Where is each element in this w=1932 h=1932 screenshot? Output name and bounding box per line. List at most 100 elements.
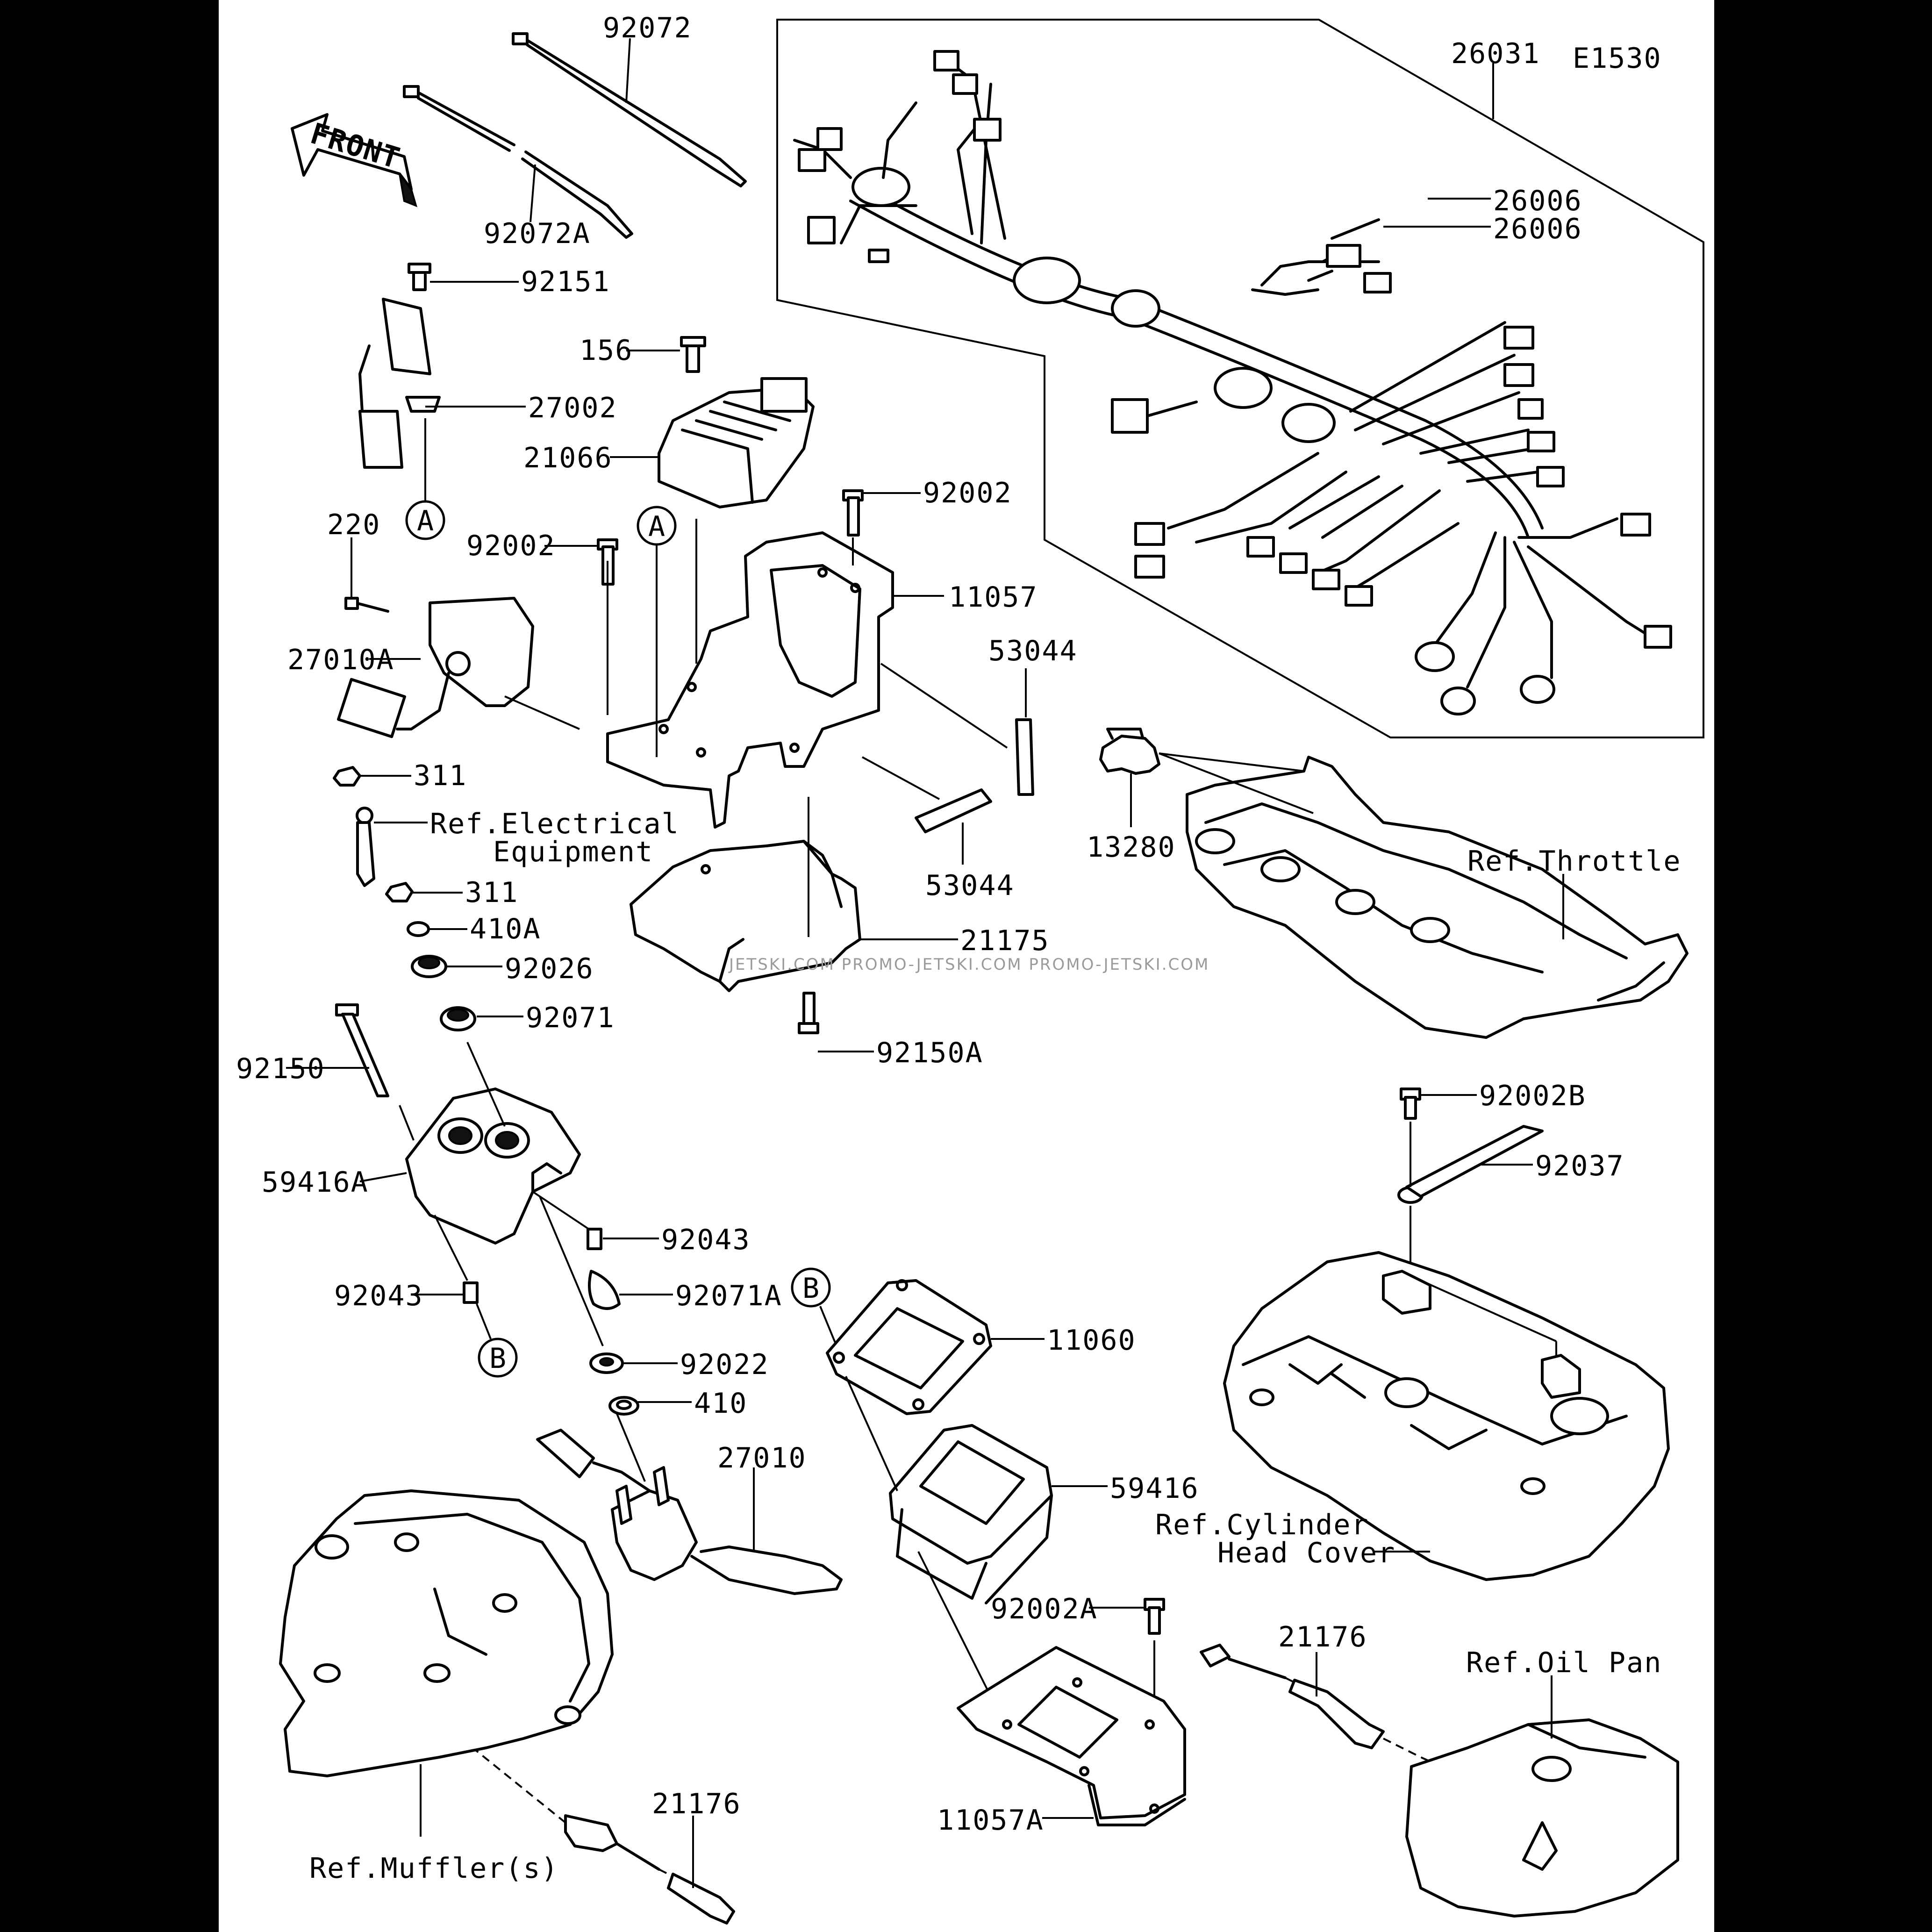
label-27002: 27002 xyxy=(528,392,617,424)
label-92071A: 92071A xyxy=(675,1280,782,1312)
label-11060: 11060 xyxy=(1047,1324,1136,1357)
label-13280: 13280 xyxy=(1087,831,1176,864)
label-92150: 92150 xyxy=(236,1052,325,1085)
callout-b-right xyxy=(791,1267,831,1308)
washer-410A xyxy=(407,921,430,937)
label-92072: 92072 xyxy=(603,12,692,44)
nut-311-upper xyxy=(333,766,361,787)
label-92071: 92071 xyxy=(526,1002,615,1034)
grommet-92026 xyxy=(411,955,447,978)
label-92150A: 92150A xyxy=(876,1037,983,1069)
label-220: 220 xyxy=(327,508,380,541)
ref-electrical-2: Equipment xyxy=(493,836,653,868)
bolt-92150 xyxy=(335,1003,389,1097)
callout-b-right-label: B xyxy=(802,1272,820,1305)
gasket-11060 xyxy=(826,1279,992,1415)
dowel-92043-left xyxy=(463,1281,479,1304)
label-92002B: 92002B xyxy=(1479,1080,1586,1112)
grommet-92071A xyxy=(588,1270,621,1310)
muffler-reference xyxy=(279,1489,614,1777)
throttle-body-reference xyxy=(1186,756,1689,1039)
bolt-92002A xyxy=(1144,1598,1165,1635)
label-410A: 410A xyxy=(470,913,541,945)
label-92043-right: 92043 xyxy=(661,1224,751,1256)
label-92022: 92022 xyxy=(680,1348,769,1381)
label-59416: 59416 xyxy=(1110,1472,1199,1505)
strap-92037 xyxy=(1397,1125,1544,1204)
relay-27002 xyxy=(358,263,441,469)
dowel-92043-right xyxy=(587,1228,602,1250)
label-92002A: 92002A xyxy=(991,1593,1098,1625)
watermark: JETSKI.COM PROMO-JETSKI.COM PROMO-JETSKI… xyxy=(728,955,1209,974)
bracket-59416 xyxy=(889,1424,1053,1604)
label-311-lower: 311 xyxy=(465,876,518,909)
bracket-59416A xyxy=(405,1088,581,1245)
ref-cylinder-1: Ref.Cylinder xyxy=(1155,1509,1369,1541)
label-92151: 92151 xyxy=(521,265,610,298)
cable-tie-92072 xyxy=(512,32,747,187)
washer-410 xyxy=(608,1396,639,1416)
ground-terminal xyxy=(356,807,375,887)
cylinder-head-cover-reference xyxy=(1223,1251,1670,1581)
label-11057: 11057 xyxy=(949,581,1038,614)
label-53044-upper: 53044 xyxy=(988,635,1078,667)
sensor-21176-left xyxy=(564,1814,735,1925)
ecu-21175 xyxy=(630,840,861,992)
label-92072A: 92072A xyxy=(484,217,591,250)
callout-a-left-label: A xyxy=(417,505,435,537)
ref-cylinder-2: Head Cover xyxy=(1217,1537,1395,1569)
label-11057A: 11057A xyxy=(937,1804,1044,1837)
clip-13280 xyxy=(1099,728,1160,775)
label-156: 156 xyxy=(580,334,633,367)
harness-frame xyxy=(776,19,1704,738)
regulator-21066 xyxy=(658,336,815,508)
label-26006-lower: 26006 xyxy=(1493,213,1582,245)
grommet-92071 xyxy=(440,1006,476,1031)
ref-oil-pan: Ref.Oil Pan xyxy=(1466,1646,1662,1679)
bolt-92150A xyxy=(798,992,819,1034)
label-21176-left: 21176 xyxy=(652,1788,741,1820)
label-311-upper: 311 xyxy=(414,759,467,792)
sensor-27010A xyxy=(337,597,534,738)
label-27010: 27010 xyxy=(717,1442,807,1474)
label-410: 410 xyxy=(694,1387,747,1420)
label-92037: 92037 xyxy=(1535,1150,1624,1182)
label-92043-left: 92043 xyxy=(334,1280,423,1312)
label-92026: 92026 xyxy=(505,952,594,985)
label-26006-upper: 26006 xyxy=(1493,185,1582,217)
main-harness-26031 xyxy=(793,50,1672,716)
sleeve-53044-horizontal xyxy=(915,788,992,833)
ref-throttle: Ref.Throttle xyxy=(1467,845,1681,878)
screw-220 xyxy=(344,597,389,613)
label-27010A: 27010A xyxy=(287,644,394,676)
bracket-11057A xyxy=(957,1646,1186,1826)
label-92002-right: 92002 xyxy=(923,477,1012,509)
label-26031: 26031 xyxy=(1451,37,1540,70)
diagram-code: E1530 xyxy=(1573,42,1662,75)
sensor-27010 xyxy=(536,1429,843,1595)
callout-b-left xyxy=(478,1338,518,1378)
bracket-11057 xyxy=(606,531,894,829)
oil-pan-reference xyxy=(1405,1718,1679,1918)
label-21175: 21175 xyxy=(960,924,1050,957)
front-arrow-icon: FRONT xyxy=(291,113,418,208)
washer-92022 xyxy=(589,1352,624,1374)
bolt-92002B xyxy=(1400,1088,1421,1120)
label-92002-left: 92002 xyxy=(466,530,556,562)
cable-tie-92072A xyxy=(403,85,633,239)
front-label: FRONT xyxy=(307,116,404,175)
sensor-21176-right xyxy=(1200,1644,1515,1800)
nut-311-lower xyxy=(385,882,414,902)
ref-electrical-1: Ref.Electrical xyxy=(430,808,680,840)
ref-muffler: Ref.Muffler(s) xyxy=(309,1852,559,1885)
callout-b-left-label: B xyxy=(489,1342,507,1375)
label-21066: 21066 xyxy=(523,442,613,474)
callout-a-left xyxy=(405,500,445,540)
label-53044-lower: 53044 xyxy=(925,869,1015,902)
label-59416A: 59416A xyxy=(262,1166,369,1199)
sleeve-53044-vertical xyxy=(1015,718,1034,796)
callout-a-center-label: A xyxy=(648,510,666,543)
label-21176-right: 21176 xyxy=(1278,1621,1367,1653)
